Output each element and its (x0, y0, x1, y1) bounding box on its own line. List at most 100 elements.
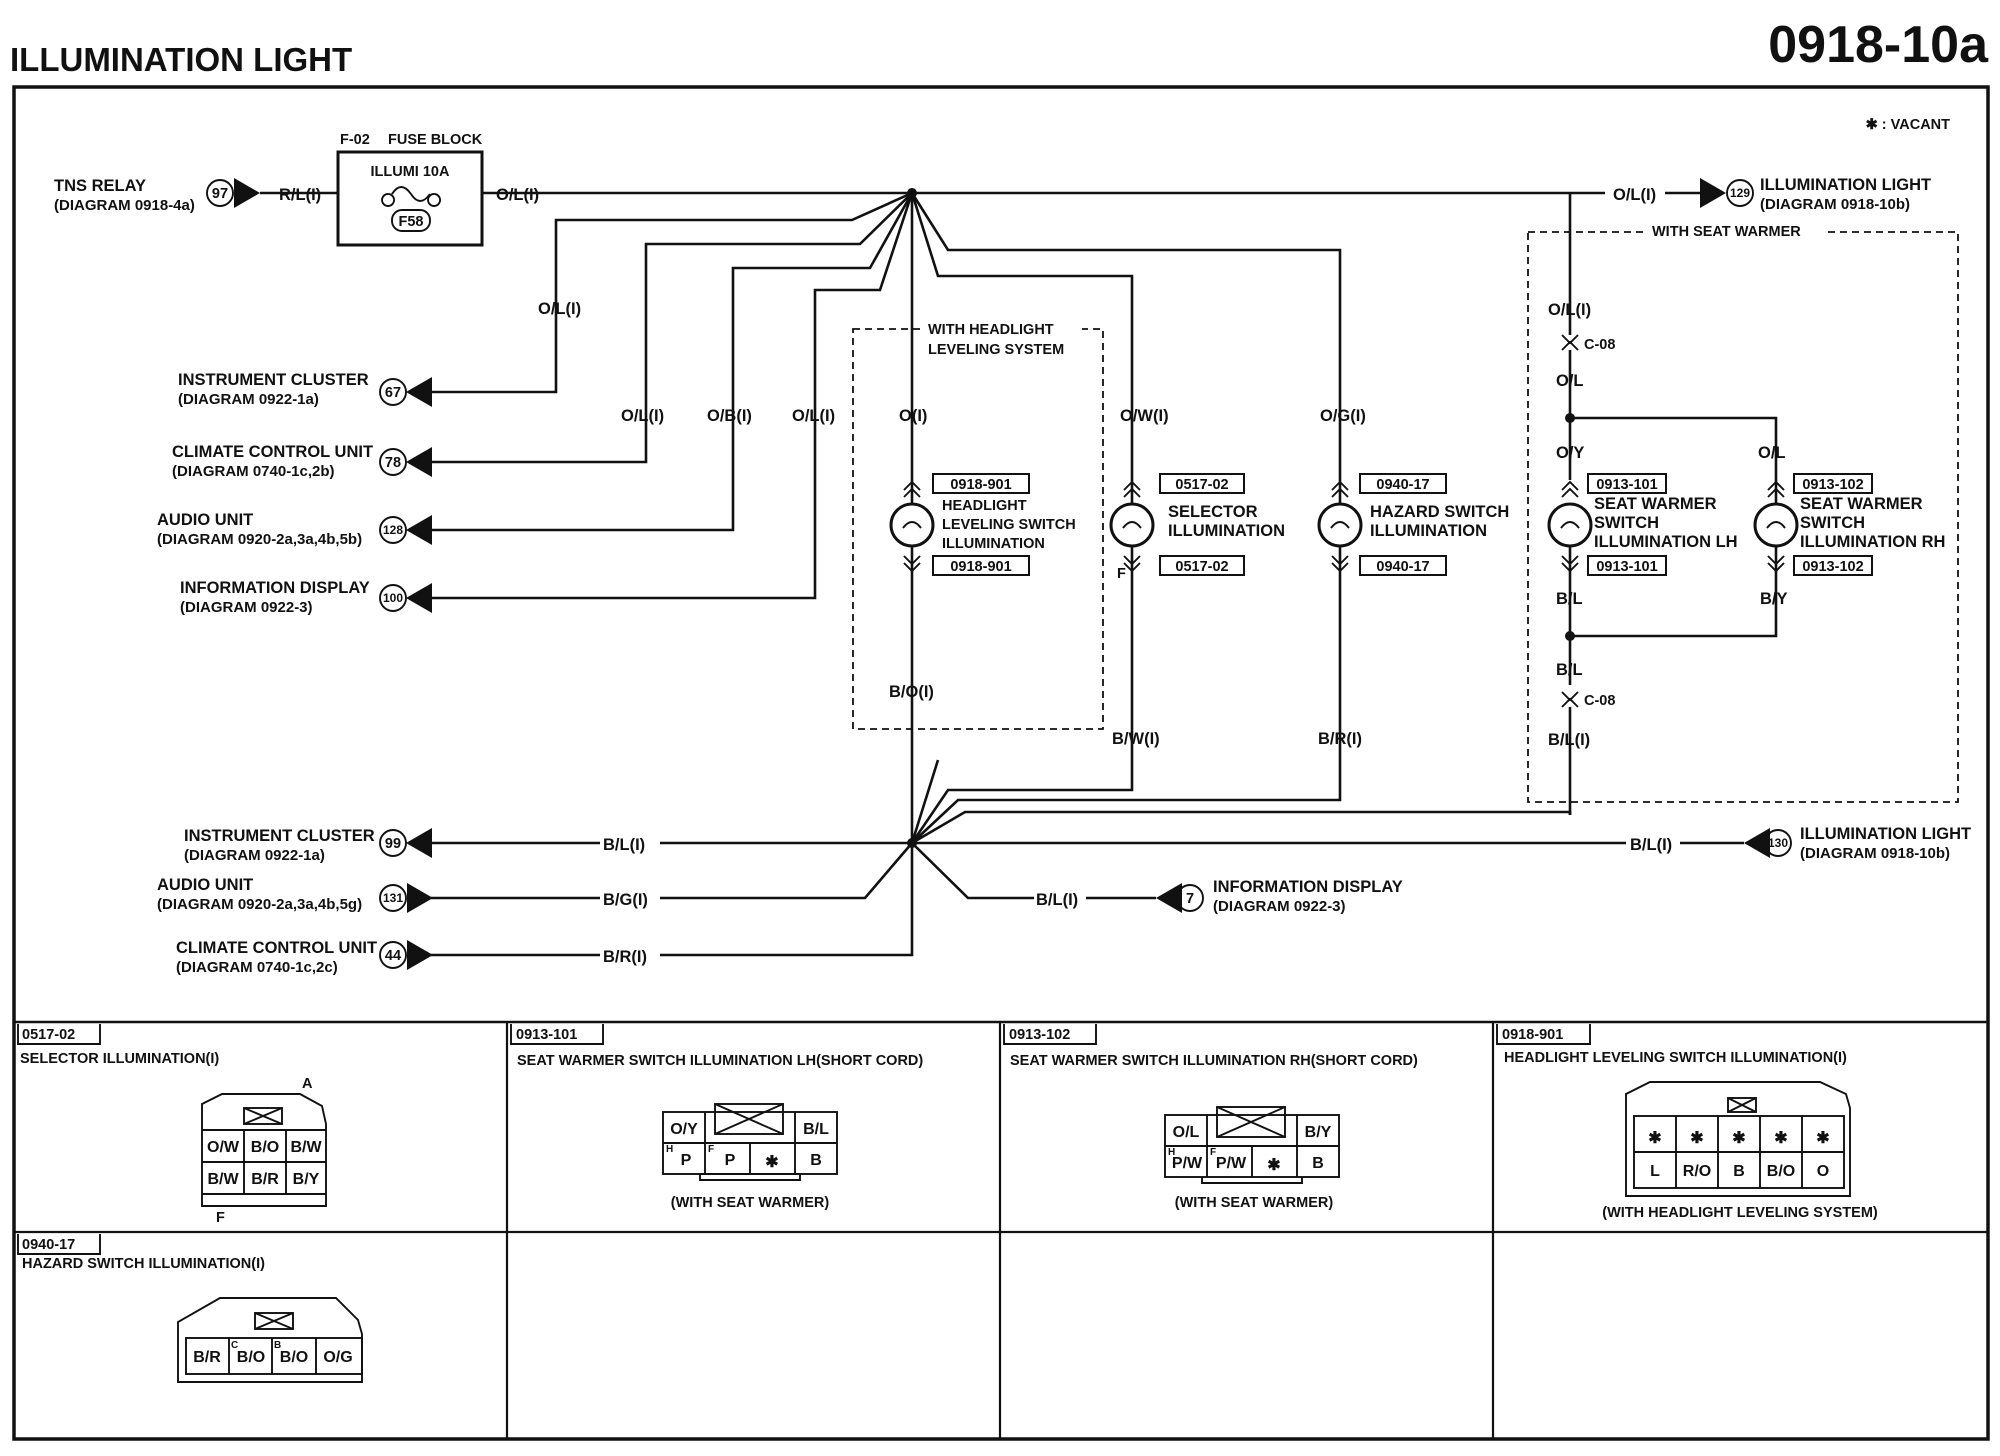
fuse-symbol-icon (381, 186, 441, 207)
svg-text:0940-17: 0940-17 (22, 1237, 75, 1253)
svg-text:P: P (725, 1152, 736, 1169)
svg-text:CLIMATE CONTROL UNIT: CLIMATE CONTROL UNIT (172, 443, 373, 461)
connector-chevron-icon (903, 480, 921, 498)
svg-text:SELECTOR: SELECTOR (1168, 503, 1258, 521)
arrow-left-icon (406, 515, 432, 545)
output-information-display: INFORMATION DISPLAY (DIAGRAM 0922-3) 100 (180, 579, 432, 616)
tns-relay-ref: (DIAGRAM 0918-4a) (54, 197, 195, 214)
svg-text:ILLUMINATION LIGHT: ILLUMINATION LIGHT (1800, 825, 1971, 843)
svg-text:C-08: C-08 (1584, 337, 1615, 353)
svg-text:SWITCH: SWITCH (1800, 514, 1865, 532)
terminal-129: 129 (1700, 178, 1754, 208)
svg-text:F: F (708, 1144, 714, 1155)
connector-grid (14, 1022, 1988, 1439)
svg-text:130: 130 (1768, 836, 1788, 850)
svg-text:(DIAGRAM 0922-1a): (DIAGRAM 0922-1a) (178, 391, 319, 408)
svg-text:(DIAGRAM 0920-2a,3a,4b,5b): (DIAGRAM 0920-2a,3a,4b,5b) (157, 531, 362, 548)
bulb-icon (1317, 502, 1363, 548)
svg-text:0517-02: 0517-02 (1175, 477, 1228, 493)
svg-text:O: O (1817, 1163, 1829, 1180)
fuse-code: F58 (399, 214, 424, 230)
svg-text:0940-17: 0940-17 (1376, 477, 1429, 493)
group-seat-label: WITH SEAT WARMER (1652, 224, 1801, 240)
terminal-97: 97 (206, 178, 260, 208)
svg-text:B: B (1733, 1163, 1745, 1180)
vacant-note: ✱ : VACANT (1866, 117, 1951, 133)
ground-information-display: 7 INFORMATION DISPLAY (DIAGRAM 0922-3) (1156, 878, 1403, 915)
svg-text:ILLUMINATION RH: ILLUMINATION RH (1800, 533, 1945, 551)
svg-text:B/W: B/W (290, 1139, 322, 1156)
svg-text:78: 78 (385, 455, 401, 471)
arrow-right-icon (407, 883, 433, 913)
svg-text:0913-102: 0913-102 (1009, 1027, 1070, 1043)
svg-text:ILLUMINATION LH: ILLUMINATION LH (1594, 533, 1738, 551)
svg-text:B/Y: B/Y (1760, 590, 1788, 608)
svg-text:HAZARD SWITCH: HAZARD SWITCH (1370, 503, 1509, 521)
connector-chevron-icon (903, 555, 921, 573)
fuse-id: F-02 (340, 132, 370, 148)
wire-headlight-feed: O(I) (899, 407, 927, 425)
svg-text:HEADLIGHT LEVELING SWITCH ILLU: HEADLIGHT LEVELING SWITCH ILLUMINATION(I… (1504, 1050, 1847, 1066)
wire-r-l: R/L(I) (279, 186, 321, 204)
svg-text:0913-101: 0913-101 (516, 1027, 577, 1043)
group-headlight-line1: WITH HEADLIGHT (928, 322, 1054, 338)
arrow-left-icon (1744, 828, 1770, 858)
svg-text:7: 7 (1186, 891, 1194, 907)
svg-text:INSTRUMENT CLUSTER: INSTRUMENT CLUSTER (178, 371, 369, 389)
svg-text:(DIAGRAM 0920-2a,3a,4b,5g): (DIAGRAM 0920-2a,3a,4b,5g) (157, 896, 362, 913)
arrow-right-icon (234, 178, 260, 208)
svg-text:R/O: R/O (1683, 1163, 1711, 1180)
bulb-icon (1109, 502, 1155, 548)
group-seat-warmer (1527, 231, 1959, 803)
svg-text:✱: ✱ (1774, 1130, 1787, 1147)
arrow-left-icon (1156, 883, 1182, 913)
svg-text:B/O: B/O (251, 1139, 279, 1156)
svg-text:O/L: O/L (1173, 1124, 1200, 1141)
svg-text:B/O: B/O (237, 1349, 265, 1366)
svg-text:B/O: B/O (280, 1349, 308, 1366)
arrow-left-icon (406, 377, 432, 407)
connector-c08-icon (1561, 691, 1579, 708)
output-audio-unit: AUDIO UNIT (DIAGRAM 0920-2a,3a,4b,5b) 12… (157, 511, 432, 548)
connector-chevron-icon (1561, 480, 1579, 498)
wire-to-illum: O/L(I) (1613, 186, 1656, 204)
svg-text:B/Y: B/Y (1305, 1124, 1332, 1141)
svg-text:0517-02: 0517-02 (22, 1027, 75, 1043)
wire-ic-feed: O/L(I) (538, 300, 581, 318)
svg-text:✱: ✱ (1690, 1130, 1703, 1147)
connector-chevron-icon (1331, 480, 1349, 498)
svg-text:INFORMATION DISPLAY: INFORMATION DISPLAY (180, 579, 370, 597)
svg-text:SEAT WARMER: SEAT WARMER (1594, 495, 1717, 513)
ground-audio-unit: AUDIO UNIT (DIAGRAM 0920-2a,3a,4b,5g) 13… (157, 876, 433, 913)
connector-view-0517-02: 0517-02 SELECTOR ILLUMINATION(I) A O/W B… (17, 1024, 327, 1226)
svg-text:A: A (302, 1076, 313, 1092)
seat-warmer-circuit: O/L(I) C-08 O/L O/Y O/L 0913-101 SEAT WA… (1547, 193, 1945, 815)
connector-view-0913-102: 0913-102 SEAT WARMER SWITCH ILLUMINATION… (1003, 1024, 1418, 1211)
svg-text:SEAT WARMER SWITCH ILLUMINATIO: SEAT WARMER SWITCH ILLUMINATION RH(SHORT… (1010, 1053, 1418, 1069)
svg-text:✱: ✱ (1648, 1130, 1661, 1147)
diagram-number: 0918-10a (1768, 16, 1989, 74)
svg-text:129: 129 (1730, 186, 1750, 200)
arrow-left-icon (406, 447, 432, 477)
svg-text:✱: ✱ (765, 1154, 778, 1171)
svg-text:H: H (666, 1144, 673, 1155)
fuse-rating: ILLUMI 10A (371, 164, 450, 180)
svg-text:B/Y: B/Y (293, 1171, 320, 1188)
wire-ic-ground: B/L(I) (603, 836, 645, 854)
svg-text:0913-101: 0913-101 (1596, 559, 1657, 575)
svg-text:INFORMATION DISPLAY: INFORMATION DISPLAY (1213, 878, 1403, 896)
svg-text:0918-901: 0918-901 (1502, 1027, 1563, 1043)
output-climate-control: CLIMATE CONTROL UNIT (DIAGRAM 0740-1c,2b… (172, 443, 432, 480)
svg-text:131: 131 (383, 891, 403, 905)
svg-text:B/L: B/L (803, 1121, 829, 1138)
bulb-icon (889, 502, 935, 548)
svg-text:(DIAGRAM 0740-1c,2b): (DIAGRAM 0740-1c,2b) (172, 463, 335, 480)
arrow-right-icon (1700, 178, 1726, 208)
svg-text:AUDIO UNIT: AUDIO UNIT (157, 876, 253, 894)
svg-text:44: 44 (385, 948, 401, 964)
arrow-left-icon (406, 828, 432, 858)
svg-text:F: F (1210, 1147, 1216, 1158)
svg-text:0940-17: 0940-17 (1376, 559, 1429, 575)
svg-text:B/L(I): B/L(I) (1548, 731, 1590, 749)
